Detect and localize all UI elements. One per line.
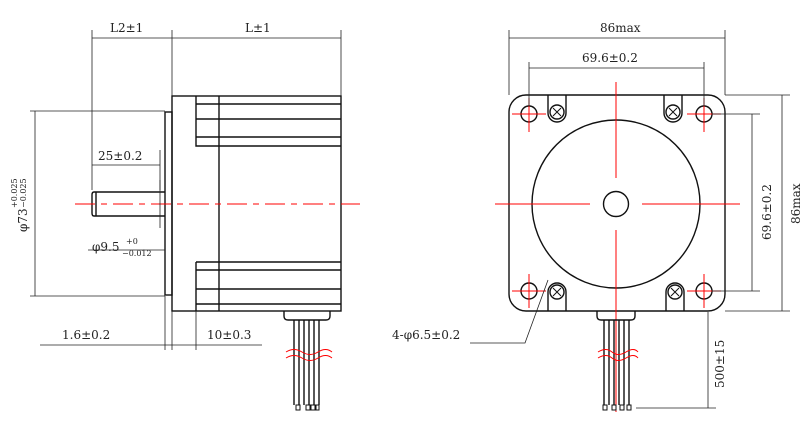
- svg-text:+0.025: +0.025: [10, 178, 19, 208]
- front-dimension-lines: [470, 30, 790, 409]
- svg-text:φ9.5: φ9.5: [92, 240, 120, 254]
- dim-width: 86max: [600, 21, 641, 35]
- leads: [283, 311, 333, 411]
- svg-text:−0.025: −0.025: [19, 178, 28, 208]
- dim-l2: L2±1: [110, 21, 143, 35]
- dim-flange-thickness: 1.6±0.2: [62, 328, 110, 342]
- front-view: 86max 69.6±0.2 69.6±0.2 86max 4-φ6.5±0.2…: [392, 21, 803, 412]
- dim-lead-length: 500±15: [713, 340, 727, 388]
- lead-exit: [596, 311, 636, 321]
- front-flange: [508, 94, 726, 312]
- screws: [547, 95, 685, 311]
- side-dimension-lines: [30, 30, 342, 350]
- front-leads: [603, 320, 630, 405]
- shaft-end: [602, 190, 630, 218]
- svg-text:φ73: φ73: [16, 208, 30, 232]
- front-centerlines: [495, 82, 740, 412]
- svg-text:−0.012: −0.012: [122, 249, 152, 258]
- dim-pilot-diameter: φ73 +0.025 −0.025: [10, 178, 30, 232]
- svg-text:+0: +0: [126, 237, 138, 246]
- dim-shaft-diameter: φ9.5 +0 −0.012: [92, 237, 152, 258]
- dim-hole-spacing-h: 69.6±0.2: [582, 51, 638, 65]
- dim-shaft-length: 25±0.2: [98, 149, 142, 163]
- dim-l: L±1: [245, 21, 271, 35]
- dim-height: 86max: [789, 183, 803, 224]
- dim-holes: 4-φ6.5±0.2: [392, 328, 460, 342]
- side-view: L2±1 L±1 25±0.2 φ73 +0.025 −0.025 φ9.5 +…: [10, 21, 360, 411]
- dim-hole-spacing-v: 69.6±0.2: [760, 184, 774, 240]
- dim-boss-length: 10±0.3: [207, 328, 251, 342]
